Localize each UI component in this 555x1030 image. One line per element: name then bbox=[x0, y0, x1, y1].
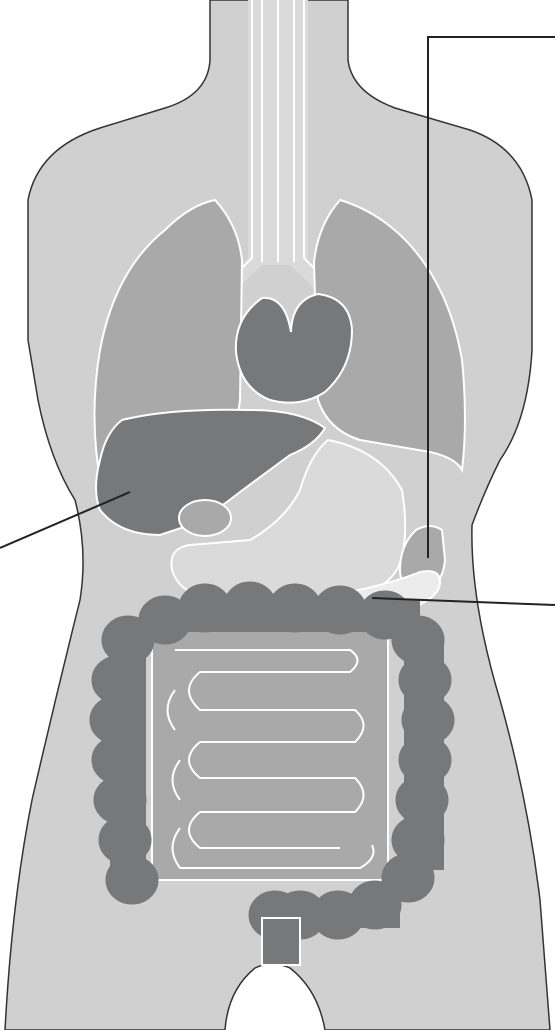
colon-lobe bbox=[269, 584, 321, 632]
colon-lobe bbox=[314, 586, 366, 634]
colon-lobe bbox=[224, 582, 276, 630]
colon-lobe bbox=[179, 584, 231, 632]
rectum bbox=[262, 918, 300, 965]
colon-lobe bbox=[106, 856, 158, 904]
gallbladder bbox=[179, 500, 231, 536]
small-intestine bbox=[152, 625, 388, 880]
